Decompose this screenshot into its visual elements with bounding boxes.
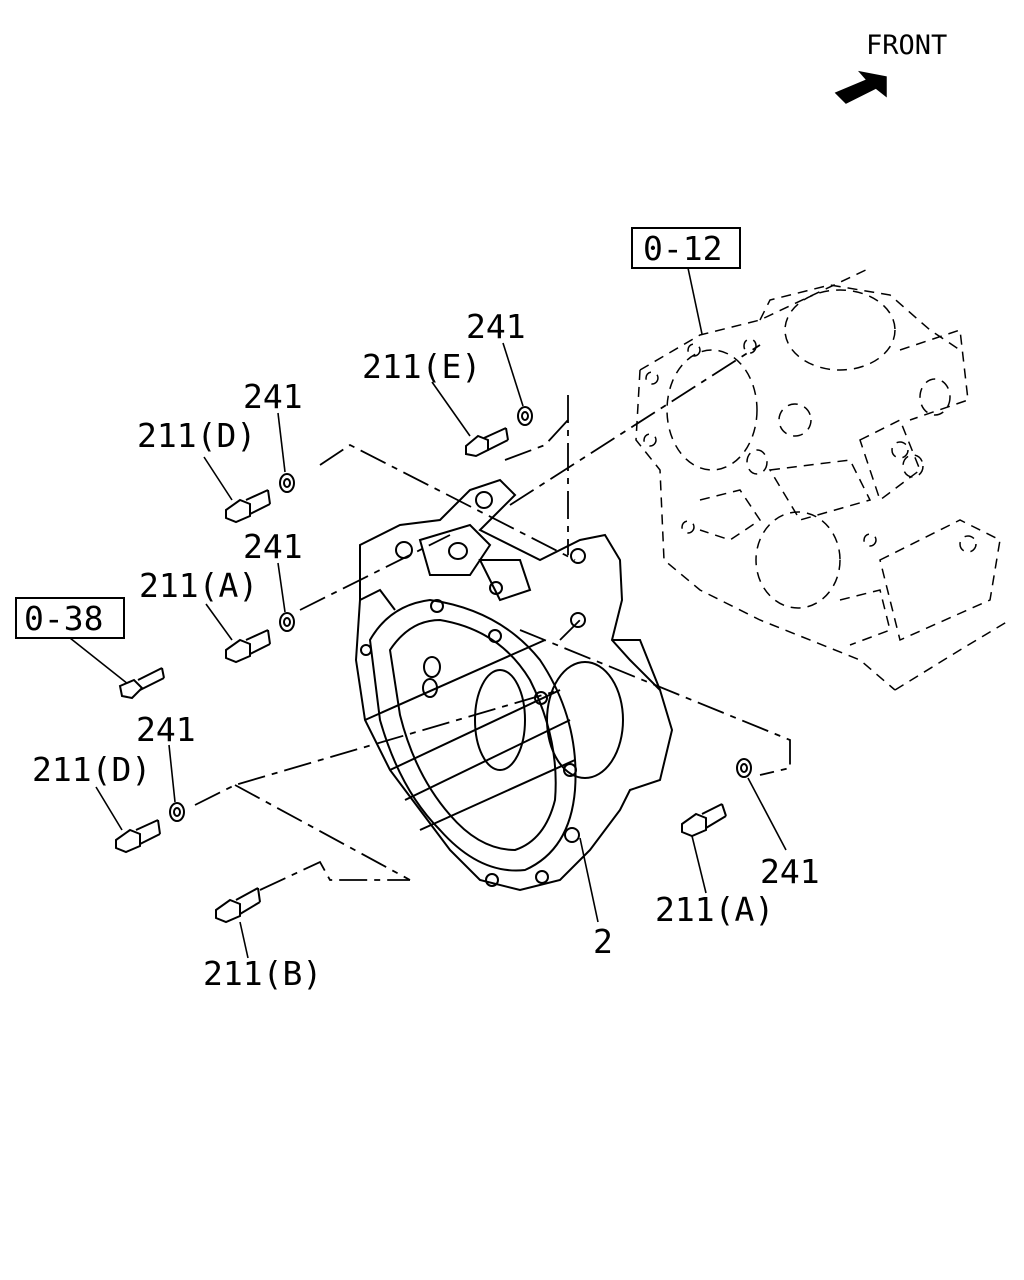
label-211d-lower[interactable]: 211(D)	[32, 750, 151, 789]
reference-label-0-38: 0-38	[24, 599, 103, 638]
washer-241-mid-left	[279, 612, 295, 632]
label-241-top[interactable]: 241	[466, 307, 526, 346]
label-211a-left[interactable]: 211(A)	[139, 566, 258, 605]
bolt-211d-upper	[225, 489, 271, 524]
cylinder-block-icon	[635, 267, 1011, 691]
washer-241-right	[736, 758, 752, 778]
bolt-211b	[215, 887, 261, 924]
reference-label-0-12: 0-12	[643, 229, 722, 268]
reference-box-0-12[interactable]: 0-12	[631, 227, 741, 269]
label-241-lower-left[interactable]: 241	[136, 710, 196, 749]
washer-241-lower-left	[169, 802, 185, 822]
assembly-lines	[194, 344, 791, 891]
label-211d-upper[interactable]: 211(D)	[137, 416, 256, 455]
bolt-211d-lower	[115, 819, 161, 854]
reference-box-0-38[interactable]: 0-38	[15, 597, 125, 639]
bolt-211a-left	[225, 629, 271, 664]
front-direction-arrow-icon	[834, 70, 887, 104]
flywheel-housing-icon	[354, 478, 674, 892]
bolt-211e	[465, 427, 509, 458]
label-211a-right[interactable]: 211(A)	[655, 890, 774, 929]
front-label: FRONT	[866, 30, 947, 61]
label-211b[interactable]: 211(B)	[203, 954, 322, 993]
label-241-mid-left[interactable]: 241	[243, 527, 303, 566]
callout-labels: 241 211(E) 241 211(D) 241 211(A) 241 211…	[32, 307, 820, 993]
washer-241-top	[517, 406, 533, 426]
label-211e[interactable]: 211(E)	[362, 347, 481, 386]
label-241-upper-left[interactable]: 241	[243, 377, 303, 416]
bolt-211a-right	[681, 803, 727, 838]
bolt-icon	[118, 667, 165, 700]
front-indicator: FRONT	[834, 30, 947, 104]
label-241-right[interactable]: 241	[760, 852, 820, 891]
leader-lines	[95, 342, 787, 959]
washer-241-upper-left	[279, 473, 295, 493]
label-2[interactable]: 2	[593, 922, 613, 961]
